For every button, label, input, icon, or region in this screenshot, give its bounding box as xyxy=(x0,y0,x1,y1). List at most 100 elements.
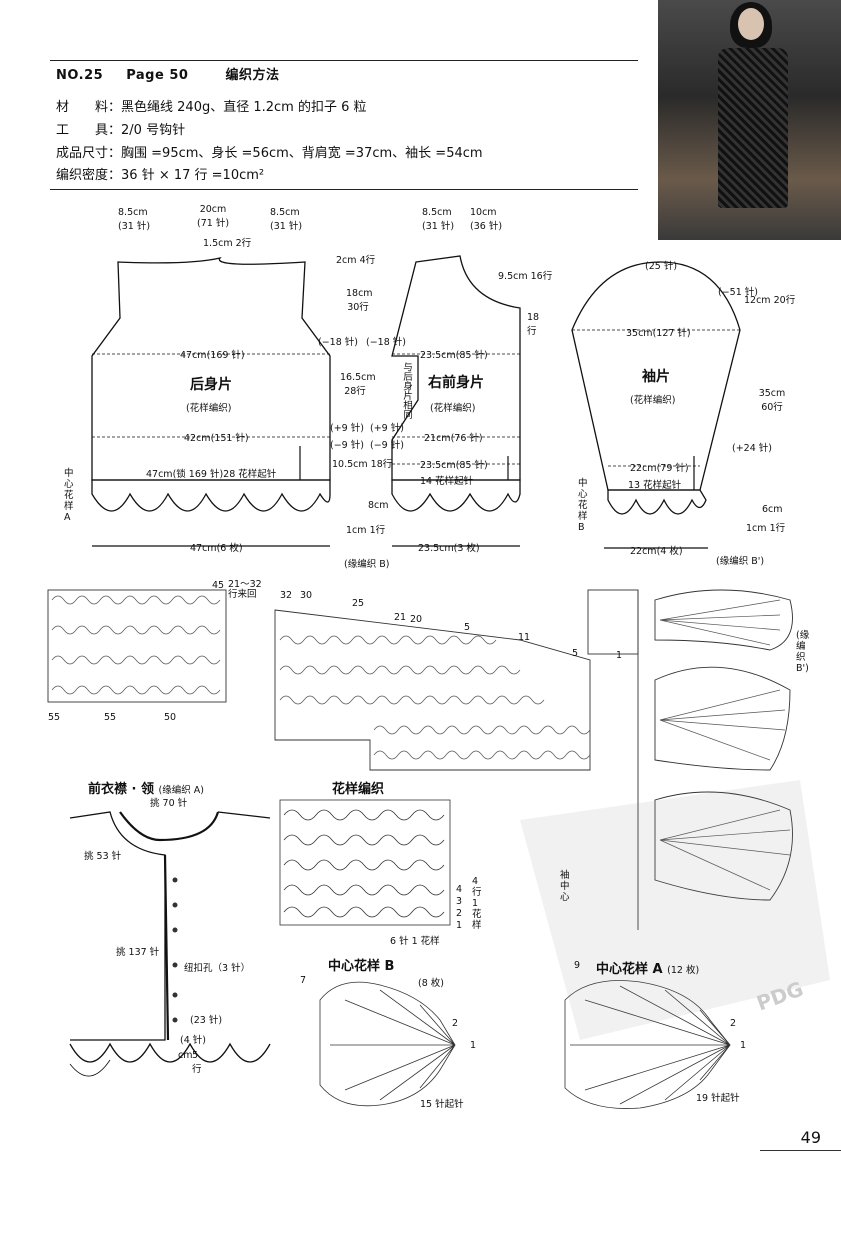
front-top-r: 10cm(36 针) xyxy=(470,207,503,232)
back-top-mid: 20cm(71 针) xyxy=(197,204,230,229)
collar-st4: (4 针) xyxy=(180,1035,206,1046)
chart-mark-50: 50 xyxy=(164,712,177,723)
chart-mark-11: 11 xyxy=(518,632,531,643)
back-inc-l: (+9 针) xyxy=(330,423,364,434)
motif-b-r2: 2 xyxy=(452,1018,459,1029)
stitch-chart-top xyxy=(47,589,793,930)
chart-mark-30: 30 xyxy=(300,590,313,601)
header-box xyxy=(50,60,638,190)
sleeve-top: (25 针) xyxy=(645,261,678,272)
front-neck2: 18行 xyxy=(527,312,540,337)
motif-a-start: 19 针起针 xyxy=(696,1093,740,1104)
chart-center-label: 袖中心 xyxy=(560,870,570,903)
sleeve-hem: 6cm xyxy=(762,504,783,515)
back-neck: 1.5cm 2行 xyxy=(203,238,252,249)
motif-b-count: (8 枚) xyxy=(418,978,444,989)
size-row: 成品尺寸：胸围 =95cm、身长 =56cm、背肩宽 =37cm、袖长 =54c… xyxy=(56,146,483,161)
pattern-number: NO.25 xyxy=(56,68,104,83)
page-rule xyxy=(760,1150,841,1151)
collar-pick137: 挑 137 针 xyxy=(116,947,160,958)
back-width-42: 42cm(151 针) xyxy=(184,433,249,444)
front-start: 14 花样起针 xyxy=(420,476,474,487)
page-ref: Page 50 xyxy=(126,68,189,83)
page-number: 49 xyxy=(800,1128,821,1147)
motif-b-title: 中心花样 B xyxy=(328,959,395,974)
sleeve-inc: (+24 针) xyxy=(732,443,772,454)
method-title: 编织方法 xyxy=(225,68,280,83)
chart-mark-32: 32 xyxy=(280,590,293,601)
gauge-row: 编织密度：36 针 × 17 行 =10cm² xyxy=(56,168,265,183)
chart-mark-55b: 55 xyxy=(104,712,117,723)
watermark-shape xyxy=(520,780,830,1040)
stitch-row-1: 1 xyxy=(456,920,463,931)
stitch-side: 4行1花样 xyxy=(472,876,482,931)
collar-diagram xyxy=(69,811,271,1077)
chart-mark-25: 25 xyxy=(352,598,365,609)
back-top-right: 8.5cm(31 针) xyxy=(270,207,303,232)
sleeve-w2: 22cm(79 针) xyxy=(630,463,689,474)
stitch-row-4: 4 xyxy=(456,884,463,895)
motif-a-title: 中心花样 A (12 枚) xyxy=(596,962,700,977)
back-width-47: 47cm(169 针) xyxy=(180,350,245,361)
back-dec2-l: (−9 针) xyxy=(330,440,364,451)
front-w1: 23.5cm(85 针) xyxy=(420,350,488,361)
sleeve-outline xyxy=(571,261,741,491)
tool-row: 工 具：2/0 号钩针 xyxy=(56,123,186,138)
motif-a-chart xyxy=(564,980,731,1109)
collar-title: 前衣襟 · 领 (缘编织 A) xyxy=(88,782,204,797)
sleeve-dec: (−51 针) xyxy=(718,287,758,298)
front-pattern: (花样编织) xyxy=(430,403,476,414)
sleeve-start: 13 花样起针 xyxy=(628,480,682,491)
back-start: 47cm(锁 169 针)28 花样起针 xyxy=(146,469,277,480)
back-border: 47cm(6 枚) xyxy=(190,543,243,554)
chart-mark-21: 21 xyxy=(394,612,407,623)
motif-a-r2: 2 xyxy=(730,1018,737,1029)
back-piece-outline xyxy=(91,256,331,481)
chart-edge-label: (缘编织 B') xyxy=(796,630,810,674)
chart-mark-1: 1 xyxy=(616,650,623,661)
back-waist: 10.5cm 18行 xyxy=(332,459,393,470)
sleeve-w1: 35cm(127 针) xyxy=(626,328,691,339)
motif-a-r1: 1 xyxy=(740,1040,747,1051)
front-name: 右前身片 xyxy=(428,375,484,391)
collar-st23: (23 针) xyxy=(190,1015,223,1026)
back-dec2-r: (−9 针) xyxy=(370,440,404,451)
stitch-title: 花样编织 xyxy=(332,782,385,797)
front-w2: 21cm(76 针) xyxy=(424,433,483,444)
motif-b-r7: 7 xyxy=(300,975,307,986)
sleeve-scallops xyxy=(607,489,707,515)
back-dec-r: (−18 针) xyxy=(366,337,406,348)
back-top-left: 8.5cm(31 针) xyxy=(118,207,151,232)
model-photo xyxy=(658,0,841,240)
sleeve-cap: 12cm 20行 xyxy=(744,295,796,306)
back-scallops xyxy=(91,479,331,512)
front-scallops xyxy=(391,479,521,512)
sleeve-name: 袖片 xyxy=(642,369,670,385)
stitch-repeat: 6 针 1 花样 xyxy=(390,936,440,947)
back-inc-r: (+9 针) xyxy=(370,423,404,434)
back-pattern: (花样编织) xyxy=(186,403,232,414)
chart-mark-55a: 55 xyxy=(48,712,61,723)
collar-pick70: 挑 70 针 xyxy=(150,798,188,809)
front-top-l: 8.5cm(31 针) xyxy=(422,207,455,232)
chart-mark-21-32: 21～32行来回 xyxy=(228,579,262,600)
sleeve-center: 中心花样B xyxy=(578,478,588,533)
collar-cm: cm xyxy=(178,1050,193,1061)
motif-b-chart xyxy=(319,981,456,1107)
front-piece-outline xyxy=(391,255,521,481)
collar-pick53: 挑 53 针 xyxy=(84,851,122,862)
chart-texture xyxy=(51,595,791,891)
sleeve-border-h: 1cm 1行 xyxy=(746,523,786,534)
back-border-h: 1cm 1行 xyxy=(346,525,386,536)
chart-mark-5: 5 xyxy=(572,648,579,659)
sleeve-border-name: (缘编织 B') xyxy=(716,556,765,567)
sleeve-pattern: (花样编织) xyxy=(630,395,676,406)
back-hem: 8cm xyxy=(368,500,389,511)
stitch-row-3: 3 xyxy=(456,896,463,907)
back-shoulder: 2cm 4行 xyxy=(336,255,376,266)
motif-a-r9: 9 xyxy=(574,960,581,971)
back-border-name: (缘编织 B) xyxy=(344,559,390,570)
